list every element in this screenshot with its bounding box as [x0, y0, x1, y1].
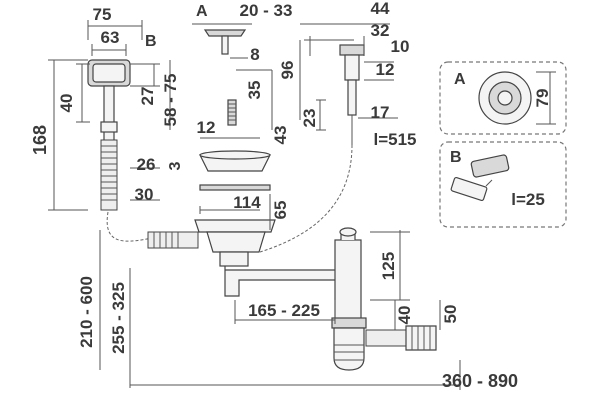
- label-a: A: [196, 3, 208, 20]
- siphon-bottle: [333, 327, 365, 371]
- drain-flange: [194, 219, 276, 233]
- inset-label-b: B: [450, 149, 462, 166]
- popup-button-tube: [347, 79, 357, 116]
- overflow-grill-b-view: [450, 177, 488, 201]
- drain-body-group: [147, 219, 276, 267]
- dim-30: 30: [135, 185, 154, 204]
- overflow-stem: [103, 85, 115, 142]
- pipework: [224, 227, 437, 371]
- dim-27: 27: [138, 87, 157, 106]
- strainer-basket-group: [199, 150, 271, 191]
- dim-40-right: 40: [395, 306, 414, 325]
- dim-125: 125: [379, 252, 398, 280]
- dim-l515: l=515: [373, 130, 416, 149]
- inset-label-a: A: [454, 71, 466, 88]
- siphon-nut: [331, 317, 367, 329]
- screw-part: [227, 99, 237, 126]
- drain-body: [206, 231, 266, 253]
- dim-165-225: 165 - 225: [248, 301, 320, 320]
- horizontal-drain-pipe: [224, 266, 340, 297]
- dim-44: 44: [371, 0, 390, 18]
- dim-255-325: 255 - 325: [109, 282, 128, 354]
- dim-8: 8: [250, 45, 259, 64]
- dim-12-mid: 12: [197, 118, 216, 137]
- dim-l25: l=25: [511, 190, 545, 209]
- dim-58-75: 58 - 75: [161, 74, 180, 127]
- outlet-pipe: [365, 329, 407, 347]
- popup-button-assembly: [259, 44, 365, 253]
- dim-32: 32: [371, 21, 390, 40]
- outlet-connector: [405, 325, 437, 351]
- dim-17: 17: [371, 103, 390, 122]
- strainer-rim: [199, 150, 271, 160]
- dim-79: 79: [533, 89, 552, 108]
- dim-43: 43: [271, 126, 290, 145]
- dim-360-890: 360 - 890: [442, 371, 518, 391]
- dim-20-33: 20 - 33: [240, 1, 293, 20]
- dim-96: 96: [278, 61, 297, 80]
- popup-button-head: [339, 44, 365, 56]
- dim-168: 168: [30, 125, 50, 155]
- overflow-handle-assembly: [87, 59, 186, 242]
- plug-cap-a: [203, 29, 247, 37]
- dim-75: 75: [93, 5, 112, 24]
- inset-panel-a: [439, 61, 567, 135]
- dim-40-left: 40: [57, 94, 76, 113]
- dimension-lines: [48, 20, 461, 390]
- dim-50: 50: [441, 305, 460, 324]
- overflow-inlet-pipe: [147, 231, 199, 249]
- dim-23: 23: [300, 109, 319, 128]
- popup-cable-route: [259, 144, 353, 253]
- plug-cap-stem: [221, 35, 229, 55]
- dim-210-600: 210 - 600: [77, 276, 96, 348]
- dim-114: 114: [233, 193, 261, 212]
- overflow-cap-b-view: [470, 154, 510, 178]
- dim-63: 63: [101, 28, 120, 47]
- plug-cap-detail: [203, 29, 247, 55]
- inset-panel-b: [439, 141, 567, 228]
- dim-65: 65: [271, 201, 290, 220]
- overflow-cap-inner: [92, 63, 126, 83]
- drain-outlet: [219, 251, 249, 267]
- popup-button-body: [344, 54, 360, 81]
- label-b: B: [145, 33, 157, 50]
- siphon-riser: [334, 239, 362, 321]
- dim-26: 26: [137, 155, 156, 174]
- riser-cap: [339, 227, 357, 237]
- dim-12-right: 12: [376, 60, 395, 79]
- dim-35: 35: [245, 81, 264, 100]
- dim-3: 3: [167, 161, 184, 170]
- text-labels: 75 63 B 168 40 27 58 - 75 A 20 - 33 8 35…: [30, 0, 552, 391]
- dim-10: 10: [391, 37, 410, 56]
- overflow-collar: [100, 121, 118, 133]
- gasket: [199, 184, 271, 191]
